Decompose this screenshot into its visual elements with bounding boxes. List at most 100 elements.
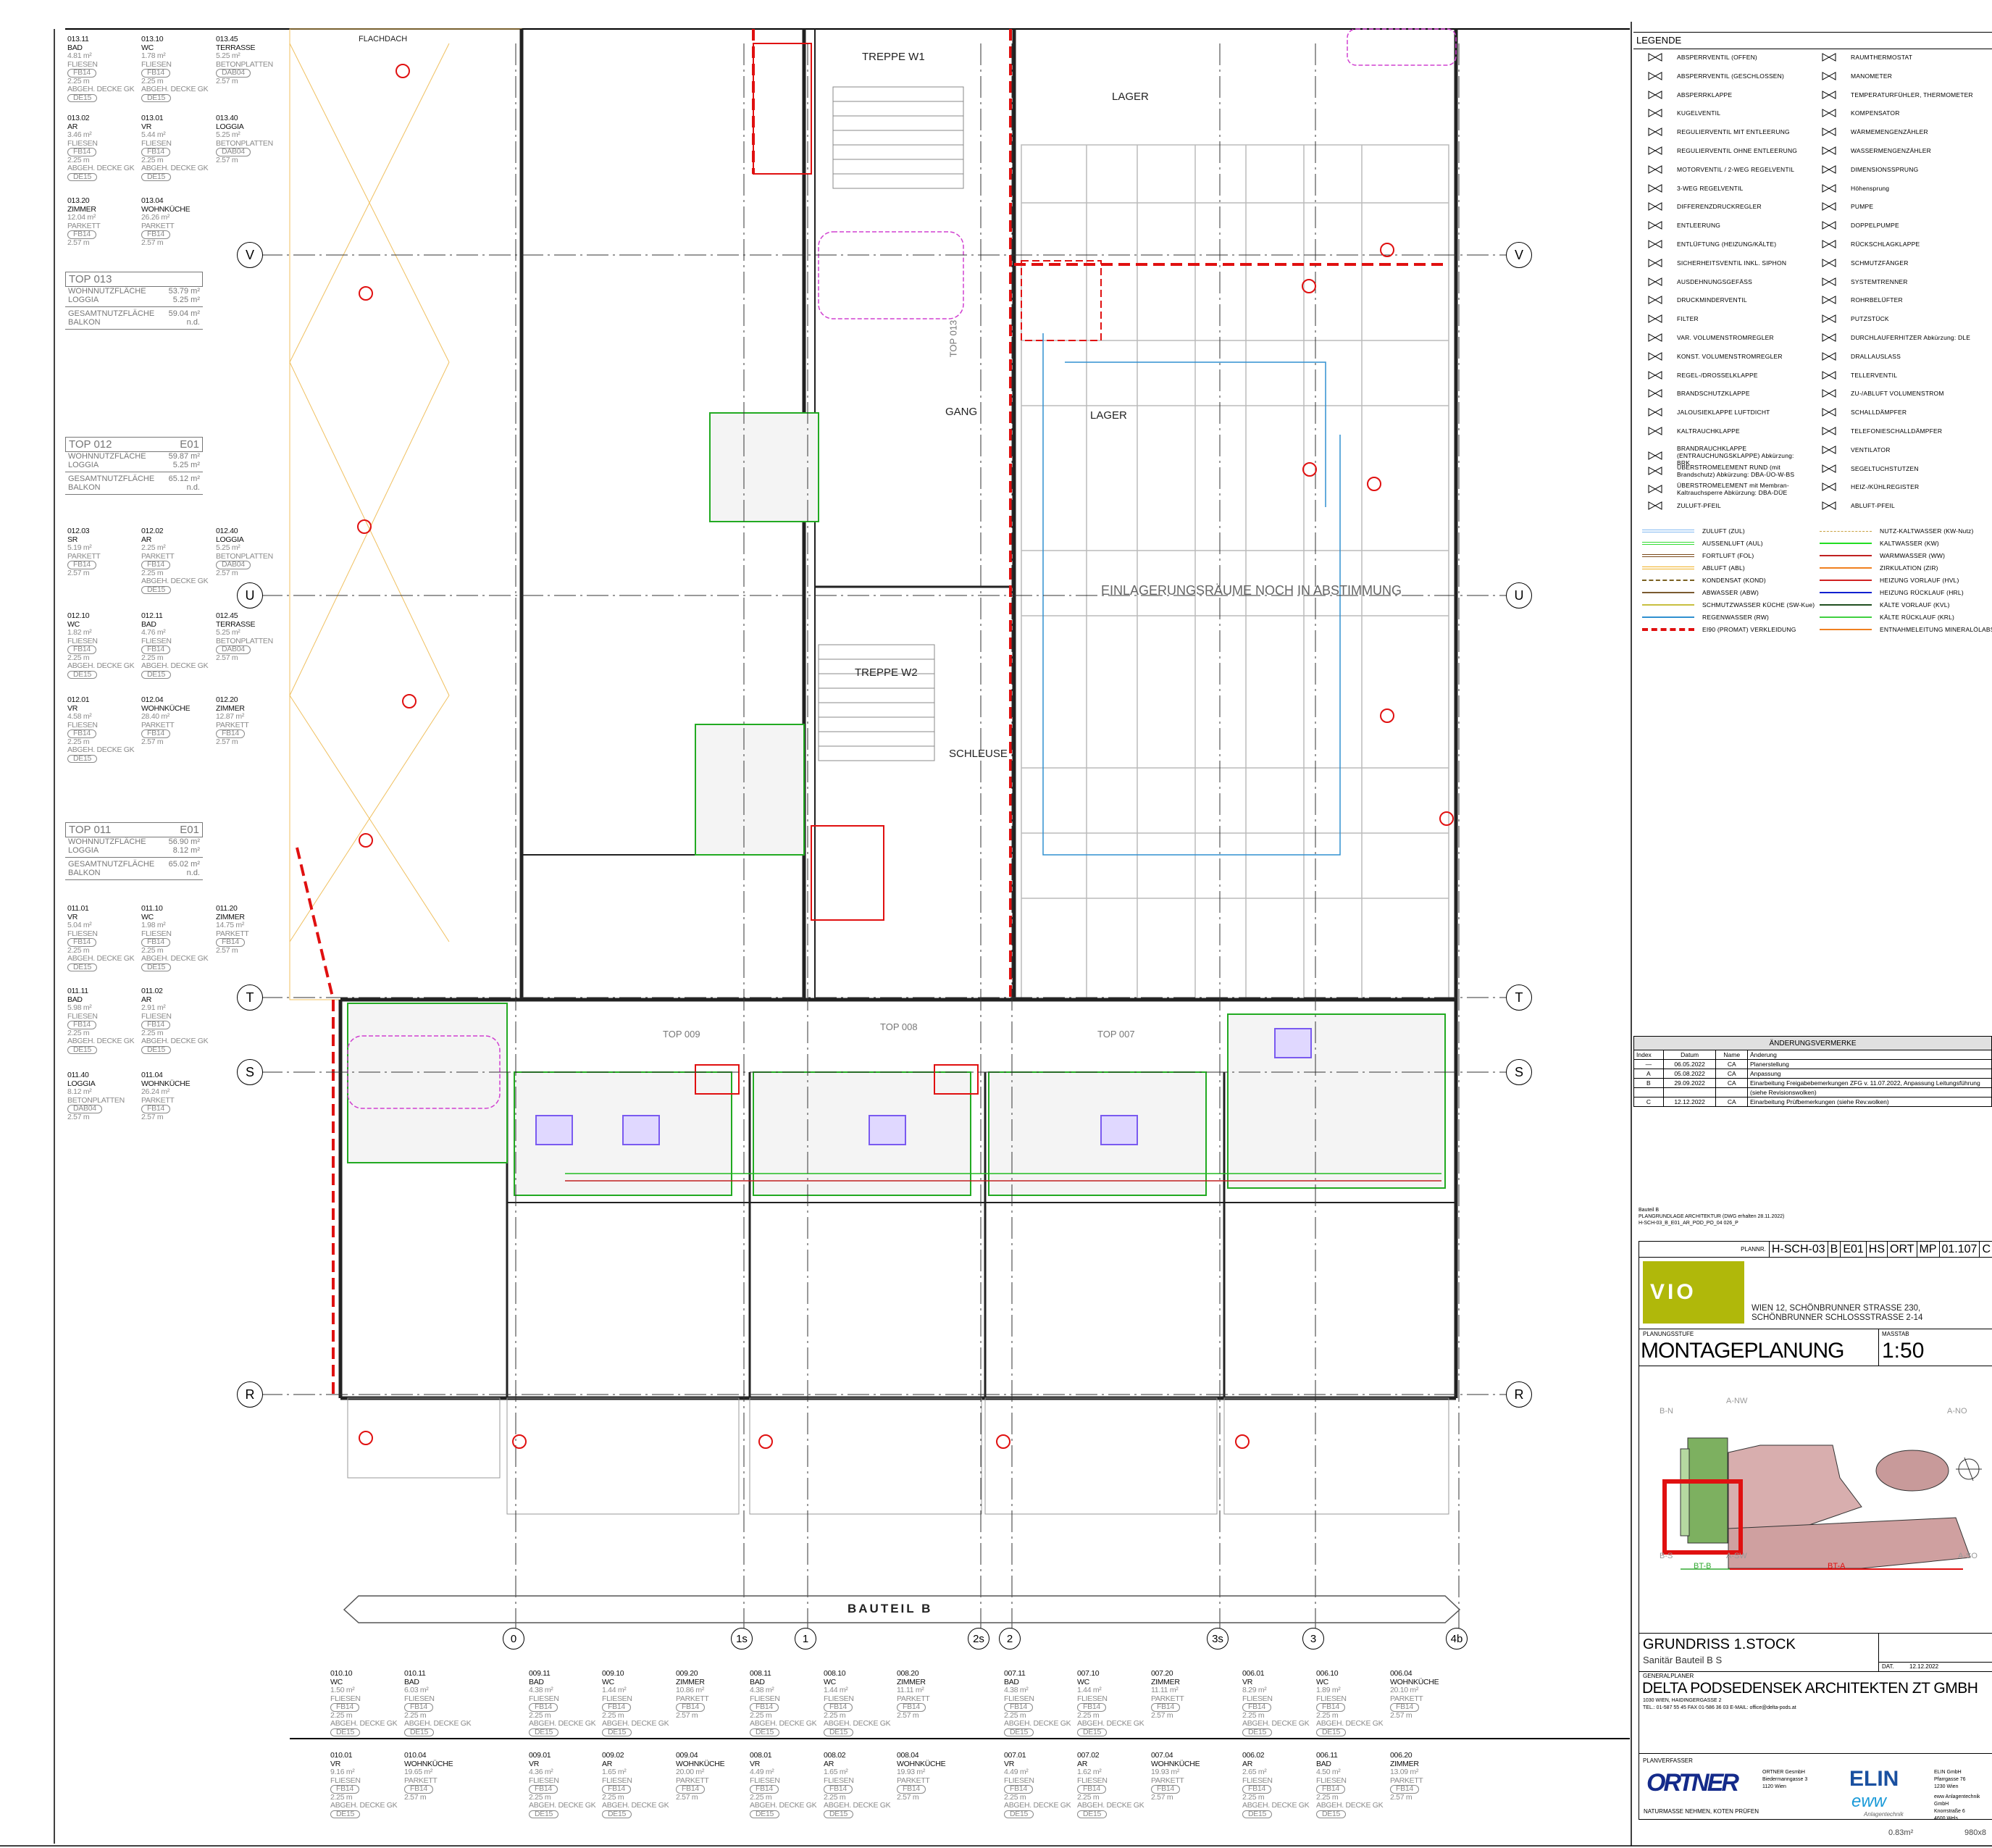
floor-code-badge: FB14 <box>67 729 96 738</box>
room-name: WC <box>824 1677 836 1686</box>
differenzdruckregler-icon <box>1641 202 1670 212</box>
line-style-swatch <box>1641 592 1695 593</box>
floor-code-row: DAB04 <box>216 561 288 569</box>
room-name: WC <box>330 1677 343 1686</box>
room-number: 012.11 <box>141 611 163 620</box>
room-area: 1.89 m² <box>1316 1686 1341 1694</box>
legend-label: ABSPERRKLAPPE <box>1677 91 1733 99</box>
room-floor-finish: FLIESEN <box>602 1694 632 1703</box>
plan-title: GRUNDRISS 1.STOCK <box>1643 1636 1796 1652</box>
treppe-w2-label: TREPPE W2 <box>855 666 918 679</box>
room-floor-finish: FLIESEN <box>141 929 172 938</box>
room-height: 2.57 m <box>676 1792 698 1802</box>
room-area: 8.29 m² <box>1242 1686 1267 1694</box>
room-height: 2.25 m <box>67 945 90 955</box>
floor-code-badge: FB14 <box>141 561 170 569</box>
floor-code-badge: FB14 <box>141 230 170 239</box>
floor-code-row: DAB04 <box>67 1105 140 1113</box>
legend-item: ÜBERSTROMELEMENT RUND (mit Brandschutz) … <box>1641 464 1807 478</box>
line-style-sample <box>1819 567 1872 569</box>
top-summary-label: LOGGIA <box>68 296 99 304</box>
room-name: AR <box>824 1759 834 1768</box>
room-floor-finish: PARKETT <box>67 551 101 561</box>
legend-label: PUMPE <box>1851 203 1874 211</box>
floor-code-row: FB14 <box>216 938 288 947</box>
grid-axis-bubble: R <box>237 1381 263 1408</box>
room-area: 5.25 m² <box>216 543 240 552</box>
plan-number-part: MP <box>1916 1242 1939 1257</box>
ceiling-code-row: DE15 <box>67 754 140 763</box>
room-area: 12.87 m² <box>216 712 245 721</box>
plan-basis-line-2: PLANGRUNDLAGE ARCHITEKTUR (DWG erhalten … <box>1639 1214 1785 1219</box>
revision-header-index: Index <box>1633 1050 1664 1060</box>
manometer-icon <box>1815 71 1844 80</box>
ceiling-type: ABGEH. DECKE GK <box>750 1801 817 1810</box>
absperrventil-geschlossen-icon <box>1641 71 1670 80</box>
room-area: 4.49 m² <box>1004 1768 1029 1776</box>
room-height: 2.57 m <box>141 238 164 247</box>
elin-address: ELIN GmbH Pfarrgasse 76 1230 Wien <box>1934 1769 1966 1791</box>
room-floor-finish: FLIESEN <box>67 138 98 148</box>
legend-label: KUGELVENTIL <box>1677 109 1721 117</box>
ortner-line-1: ORTNER GesmbH <box>1762 1770 1805 1775</box>
ceiling-code-badge: DE15 <box>1316 1728 1347 1736</box>
legend-item: DRALLAUSLASS <box>1815 351 1901 361</box>
room-name: LOGGIA <box>216 535 244 544</box>
legend-line-item: SCHMUTZWASSER KÜCHE (SW-Kue) <box>1641 600 1815 610</box>
room-area: 10.86 m² <box>676 1686 705 1694</box>
room-area: 1.82 m² <box>67 628 92 637</box>
floor-code-row: FB14 <box>216 729 288 738</box>
line-style-swatch <box>1818 616 1872 618</box>
line-style-swatch <box>1818 592 1872 593</box>
room-area: 4.36 m² <box>529 1768 553 1776</box>
line-style-sample <box>1641 628 1694 631</box>
legend-item: PUTZSTÜCK <box>1815 314 1889 324</box>
legend-item: ZULUFT-PFEIL <box>1641 501 1721 511</box>
keyplan-label-b-n: B-N <box>1660 1407 1673 1416</box>
room-name: AR <box>141 535 151 544</box>
floor-code-badge: FB14 <box>1316 1785 1345 1794</box>
pipes <box>565 333 1441 1182</box>
keyplan-label-a-so: A-SO <box>1958 1552 1978 1560</box>
revision-cell: CA <box>1715 1069 1748 1079</box>
room-height: 2.57 m <box>216 155 238 164</box>
ceiling-code-row: DE15 <box>141 93 214 102</box>
grid-axis-bubble: V <box>237 242 263 268</box>
line-style-sample <box>1819 530 1872 532</box>
room-height: 2.25 m <box>1316 1792 1339 1802</box>
general-planner-contact: TEL.: 01-587 55 45 FAX 01-586 36 03 E-MA… <box>1643 1705 1796 1710</box>
line-style-sample <box>1641 604 1694 606</box>
room-floor-finish: PARKETT <box>1390 1694 1423 1703</box>
stage-row: PLANUNGSSTUFE MONTAGEPLANUNG MASSTAB 1:5… <box>1639 1329 1992 1366</box>
flachdach-label: FLACHDACH <box>359 35 408 43</box>
room-number: 009.20 <box>676 1669 698 1678</box>
revision-cell: Einarbeitung Freigabebemerkungen ZFG v. … <box>1747 1078 1992 1088</box>
floor-code-badge: FB14 <box>67 561 96 569</box>
keyplan-label-a-sw: A-SW <box>1726 1552 1747 1560</box>
plan-number-part: ORT <box>1887 1242 1916 1257</box>
ceiling-code-badge: DE15 <box>141 1045 172 1054</box>
ceiling-code-row: DE15 <box>1004 1810 1076 1818</box>
room-name: BAD <box>1004 1677 1019 1686</box>
room-floor-finish: PARKETT <box>1151 1776 1184 1785</box>
top-008-label: TOP 008 <box>880 1021 918 1032</box>
legend-item: SICHERHEITSVENTIL INKL. SIPHON <box>1641 258 1786 268</box>
floor-code-badge: FB14 <box>1390 1785 1419 1794</box>
revision-cell: Planerstellung <box>1747 1059 1992 1069</box>
dimensionssprung-icon <box>1815 164 1844 174</box>
grid-axes <box>261 43 1507 1639</box>
room-floor-finish: BETONPLATTEN <box>216 551 273 561</box>
revision-header-change: Änderung <box>1747 1050 1992 1060</box>
line-style-swatch <box>1641 616 1695 618</box>
room-name: AR <box>602 1759 612 1768</box>
legend-label: ROHRBELÜFTER <box>1851 296 1903 304</box>
room-area: 13.09 m² <box>1390 1768 1419 1776</box>
